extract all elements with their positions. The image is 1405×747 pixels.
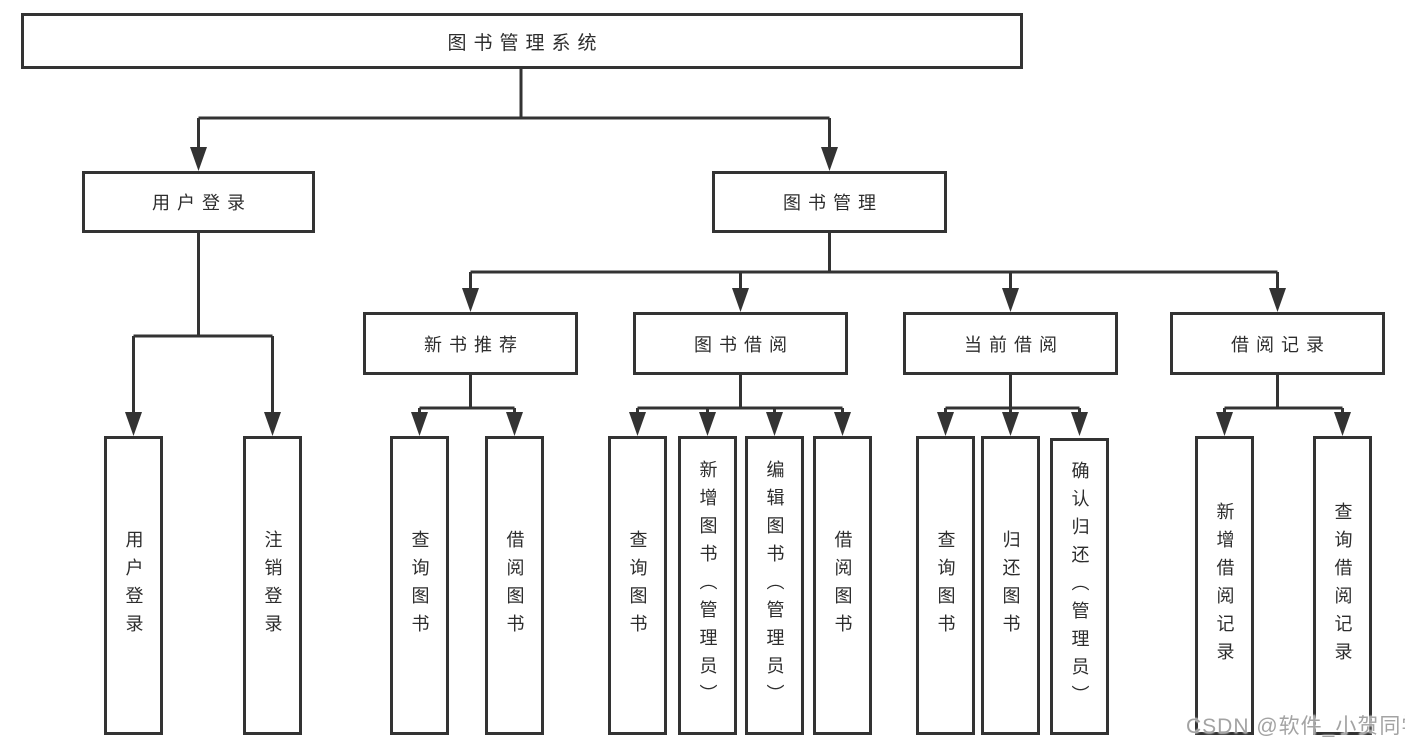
node-bb-borrow-book: 借阅图书 xyxy=(813,436,872,735)
node-user-login-label: 用户登录 xyxy=(152,193,252,213)
node-login-leaf-label: 用户登录 xyxy=(123,529,144,642)
arrow-to-cb-confirm xyxy=(1071,412,1088,436)
node-bb-borrow-book-label: 借阅图书 xyxy=(832,529,853,642)
node-bb-edit-book: 编辑图书（管理员） xyxy=(745,436,804,735)
node-logout-leaf-label: 注销登录 xyxy=(262,529,283,642)
arrow-to-br-add xyxy=(1216,412,1233,436)
arrow-to-user-login xyxy=(190,147,207,171)
node-bb-query-book-label: 查询图书 xyxy=(627,529,648,642)
node-cb-query-book: 查询图书 xyxy=(916,436,975,735)
arrow-to-login-leaf xyxy=(125,412,142,436)
node-nb-borrow-book: 借阅图书 xyxy=(485,436,544,735)
connector-currentborrow-children xyxy=(944,375,1081,414)
node-current-borrow: 当前借阅 xyxy=(903,312,1118,375)
node-bb-edit-book-label: 编辑图书（管理员） xyxy=(764,459,785,712)
arrow-to-borrow-record xyxy=(1269,288,1286,312)
node-book-borrow-label: 图书借阅 xyxy=(694,334,794,355)
node-logout-leaf: 注销登录 xyxy=(243,436,302,735)
node-cb-query-book-label: 查询图书 xyxy=(935,529,956,642)
node-book-borrow: 图书借阅 xyxy=(633,312,848,375)
node-cb-return-book: 归还图书 xyxy=(981,436,1040,735)
node-new-book-rec: 新书推荐 xyxy=(363,312,578,375)
node-book-mgmt: 图书管理 xyxy=(712,171,947,233)
arrowheads xyxy=(125,147,1351,436)
connector-bookmgmt-children xyxy=(469,233,1279,290)
node-root: 图书管理系统 xyxy=(21,13,1023,69)
watermark-text: CSDN @软件_小贺同学 xyxy=(1186,715,1405,738)
node-br-query-record: 查询借阅记录 xyxy=(1313,436,1372,735)
node-current-borrow-label: 当前借阅 xyxy=(964,334,1064,355)
node-borrow-record: 借阅记录 xyxy=(1170,312,1385,375)
connector-bookborrow-children xyxy=(636,375,844,414)
node-cb-confirm-return-label: 确认归还（管理员） xyxy=(1069,460,1090,713)
arrow-to-book-mgmt xyxy=(821,147,838,171)
node-cb-confirm-return: 确认归还（管理员） xyxy=(1050,438,1109,735)
connector-userlogin-children xyxy=(132,233,274,414)
node-login-leaf: 用户登录 xyxy=(104,436,163,735)
arrow-to-bb-query xyxy=(629,412,646,436)
node-br-add-record-label: 新增借阅记录 xyxy=(1214,501,1235,670)
node-cb-return-book-label: 归还图书 xyxy=(1000,529,1021,642)
arrow-to-cb-query xyxy=(937,412,954,436)
node-new-book-rec-label: 新书推荐 xyxy=(424,334,524,355)
arrow-to-nb-borrow xyxy=(506,412,523,436)
connector-newbookrec-children xyxy=(418,375,516,414)
node-book-mgmt-label: 图书管理 xyxy=(783,193,883,213)
node-bb-add-book-label: 新增图书（管理员） xyxy=(697,459,718,712)
arrow-to-nb-query xyxy=(411,412,428,436)
node-root-label: 图书管理系统 xyxy=(447,32,604,54)
node-bb-query-book: 查询图书 xyxy=(608,436,667,735)
arrow-to-bb-edit xyxy=(766,412,783,436)
connector-borrowrecord-children xyxy=(1223,375,1344,414)
node-user-login: 用户登录 xyxy=(82,171,315,233)
arrow-to-bb-add xyxy=(699,412,716,436)
arrow-to-cb-return xyxy=(1002,412,1019,436)
arrow-to-book-borrow xyxy=(732,288,749,312)
arrow-to-new-book-rec xyxy=(462,288,479,312)
node-bb-add-book: 新增图书（管理员） xyxy=(678,436,737,735)
arrow-to-bb-borrow xyxy=(834,412,851,436)
arrow-to-current-borrow xyxy=(1002,288,1019,312)
node-br-add-record: 新增借阅记录 xyxy=(1195,436,1254,735)
node-nb-borrow-book-label: 借阅图书 xyxy=(504,529,525,642)
node-nb-query-book: 查询图书 xyxy=(390,436,449,735)
arrow-to-logout-leaf xyxy=(264,412,281,436)
connector-root-to-level2 xyxy=(197,69,831,149)
node-nb-query-book-label: 查询图书 xyxy=(409,529,430,642)
node-borrow-record-label: 借阅记录 xyxy=(1231,334,1331,355)
arrow-to-br-query xyxy=(1334,412,1351,436)
node-br-query-record-label: 查询借阅记录 xyxy=(1332,501,1353,670)
